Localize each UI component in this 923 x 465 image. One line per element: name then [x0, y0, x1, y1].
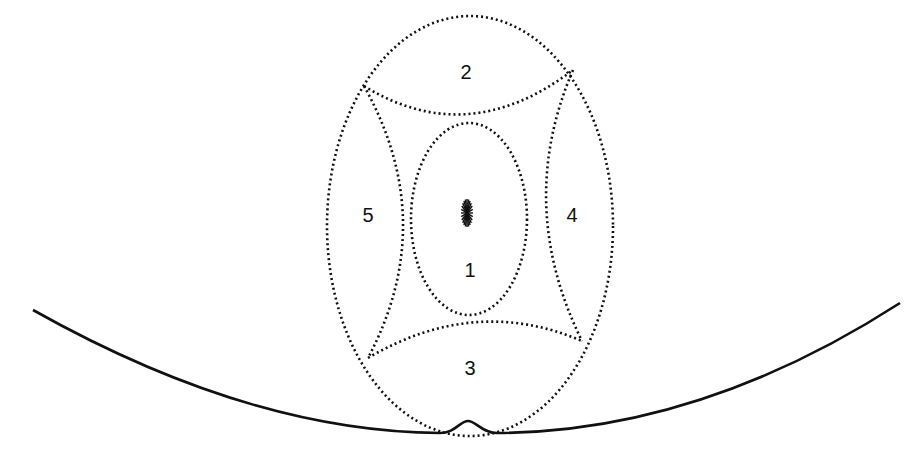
callout-number: 2 — [460, 62, 471, 82]
star-ray — [467, 209, 473, 213]
bottom-arc — [368, 322, 582, 358]
star-ray — [461, 213, 467, 217]
inner-ellipse — [411, 123, 527, 315]
body-contour — [33, 303, 900, 433]
star-symbol — [461, 199, 473, 227]
callout-number: 3 — [464, 358, 475, 378]
outer-ellipse — [327, 16, 613, 436]
right-arc — [546, 70, 582, 341]
callout-number: 5 — [362, 205, 373, 225]
callout-number: 1 — [464, 260, 475, 280]
star-ray — [467, 206, 472, 213]
star-ray — [462, 213, 467, 220]
callout-number: 4 — [566, 205, 577, 225]
